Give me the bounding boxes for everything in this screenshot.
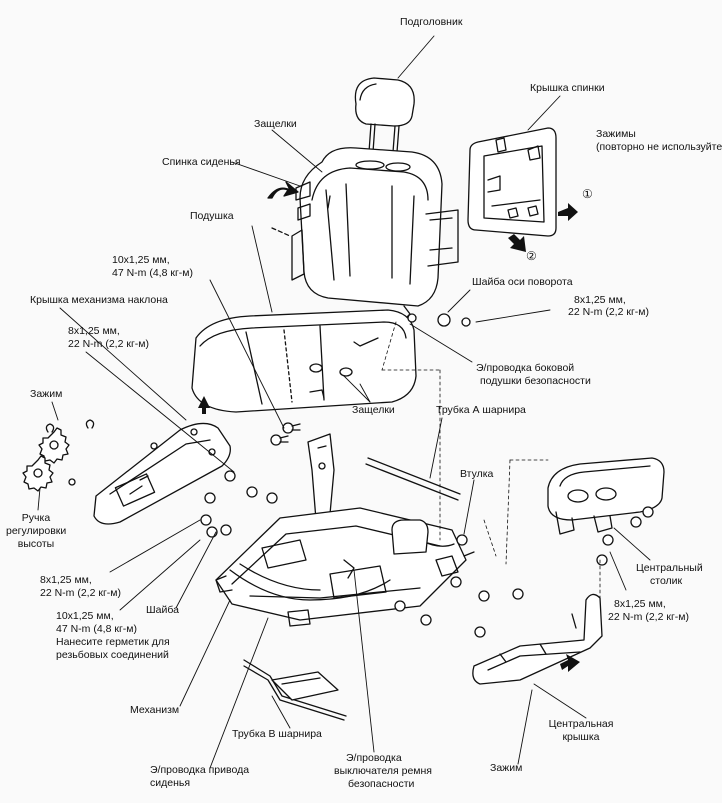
label-clip-bottom: Зажим [490,762,523,774]
label-bolt10-low-4: резьбовых соединений [56,649,169,661]
label-step2: ② [526,249,537,263]
label-seat-back: Спинка сиденья [162,156,241,168]
label-side-airbag-1: Э/проводка боковой [476,362,575,374]
label-table-1: Центральный [636,562,703,574]
label-pipe-a: Трубка А шарнира [436,404,526,416]
seat-back-part [271,147,459,323]
headrest-part [354,77,415,153]
bolts [68,313,654,638]
label-bolt8-low-1: 8х1,25 мм, [40,574,92,586]
label-bolt10-1: 10х1,25 мм, [112,254,170,266]
label-table-2: столик [650,575,683,587]
cushion-part [191,309,417,413]
label-bolt8-left-1: 8х1,25 мм, [68,325,120,337]
arrow-step1 [558,203,578,221]
label-knob-2: регулировки [6,525,67,537]
label-clips-2: (повторно не используйте) [596,141,722,153]
label-bolt8-right-1: 8х1,25 мм, [574,294,626,306]
label-bolt8-low-2: 22 N-m (2,2 кг-м) [40,587,121,599]
label-center-cover-2: крышка [562,731,600,743]
label-side-airbag-2: подушки безопасности [480,375,591,387]
seat-frame-part [215,433,475,627]
label-knob-1: Ручка [21,512,51,524]
center-cover-part [472,593,603,685]
label-bolt10-low-3: Нанесите герметик для [56,636,170,648]
central-table-part [547,457,665,535]
label-step1: ① [582,187,593,201]
tilt-arrow [267,181,299,199]
height-knobs [22,419,95,492]
pipe-b-part [243,659,347,721]
label-latches-top: Защелки [254,118,297,130]
label-knob-3: высоты [17,538,55,550]
arrow-center-cover [560,654,580,672]
recline-cover-part [93,422,231,525]
label-cushion: Подушка [190,210,234,222]
label-pipe-b: Трубка В шарнира [232,728,322,740]
label-bolt8-table-2: 22 N-m (2,2 кг-м) [608,611,689,623]
label-recline-cover: Крышка механизма наклона [30,294,168,306]
label-seat-drive-1: Э/проводка привода [150,764,250,776]
label-bolt10-2: 47 N-m (4,8 кг-м) [112,267,193,279]
label-bolt8-left-2: 22 N-m (2,2 кг-м) [68,338,149,350]
label-pivot-washer: Шайба оси поворота [472,276,573,288]
label-bolt10-low-1: 10х1,25 мм, [56,610,114,622]
label-mechanism: Механизм [130,704,180,716]
label-seat-drive-2: сиденья [150,777,191,789]
pipe-a-part [365,457,461,501]
leader-lines [37,35,651,769]
belt-buckle [391,519,429,555]
label-clip-left: Зажим [30,388,63,400]
label-latches-mid: Защелки [352,404,395,416]
label-bolt8-table-1: 8х1,25 мм, [614,598,666,610]
label-belt-switch-1: Э/проводка [346,752,402,764]
label-washer: Шайба [146,604,179,616]
label-bushing: Втулка [460,468,494,480]
label-bolt8-right-2: 22 N-m (2,2 кг-м) [568,306,649,318]
label-clips-1: Зажимы [596,128,636,140]
label-belt-switch-2: выключателя ремня [334,765,432,777]
label-headrest: Подголовник [400,16,463,28]
label-back-cover: Крышка спинки [530,82,605,94]
label-belt-switch-3: безопасности [348,778,415,790]
label-center-cover-1: Центральная [548,718,614,730]
label-bolt10-low-2: 47 N-m (4,8 кг-м) [56,623,137,635]
arrow-step2 [508,234,526,252]
assembly-dashes [381,321,601,601]
back-cover-part [467,127,557,237]
arrow-recline-cover [198,396,210,414]
